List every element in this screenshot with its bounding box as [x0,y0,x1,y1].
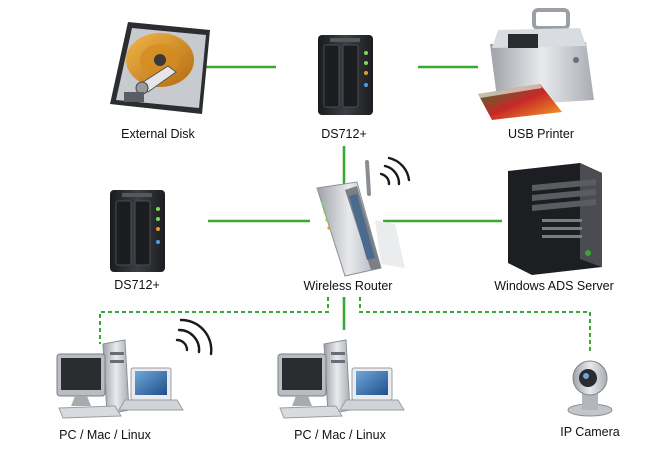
label-wireless-router: Wireless Router [304,279,393,293]
pc-left-device [56,318,213,419]
router-icon [316,160,405,277]
windows-server-device [508,163,602,275]
desktop-pc-icon [56,339,184,419]
ip-camera-device [567,360,613,417]
nas-icon [110,190,165,272]
wifi-signal-icon [175,318,213,356]
wifi-signal-icon [379,156,411,186]
wired-links [203,65,502,330]
label-windows-server: Windows ADS Server [494,279,613,293]
nas-left-device [110,190,165,272]
external-disk-device [110,22,210,114]
desktop-pc-icon [277,339,405,419]
label-external-disk: External Disk [121,127,195,141]
nas-top-device [318,35,373,115]
link-router-to-pc-left [99,297,329,344]
label-ds712-left: DS712+ [114,278,160,292]
server-tower-icon [508,163,602,275]
wireless-links [99,297,591,354]
hard-disk-icon [110,22,210,114]
pc-middle-device [277,339,405,419]
label-usb-printer: USB Printer [508,127,574,141]
wireless-router-device [316,156,411,277]
label-pc-left: PC / Mac / Linux [59,428,151,442]
label-ip-camera: IP Camera [560,425,620,439]
label-pc-middle: PC / Mac / Linux [294,428,386,442]
ip-camera-icon [567,360,613,417]
link-router-to-camera [359,297,591,354]
label-ds712-top: DS712+ [321,127,367,141]
printer-icon [478,8,594,120]
usb-printer-device [478,8,594,120]
nas-icon [318,35,373,115]
